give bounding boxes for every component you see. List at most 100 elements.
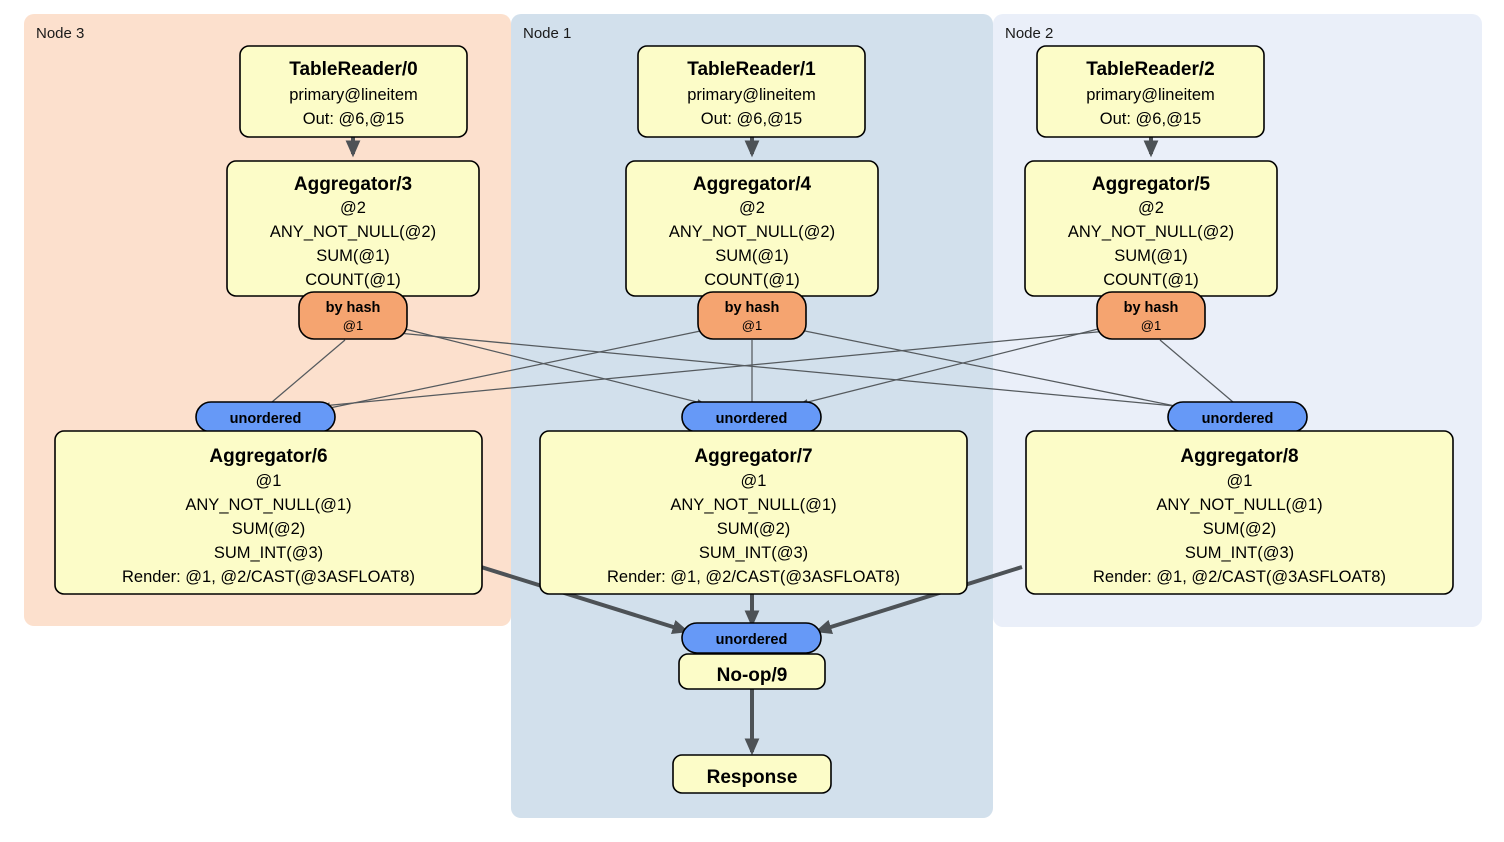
tablereader2-line-0: primary@lineitem xyxy=(1086,86,1215,104)
tablereader2-box[interactable] xyxy=(1036,45,1265,138)
aggregator3-line-3: COUNT(@1) xyxy=(305,271,401,289)
panel-node3-label: Node 3 xyxy=(36,25,84,42)
router-byhash5[interactable]: by hash @1 xyxy=(1096,291,1206,340)
tablereader1-title: TableReader/1 xyxy=(687,59,816,80)
tablereader1-box[interactable] xyxy=(637,45,866,138)
tablereader0-line-0: primary@lineitem xyxy=(289,86,418,104)
byhash3-pill[interactable] xyxy=(298,291,408,340)
node-noop9[interactable]: No-op/9 xyxy=(678,653,826,690)
node-aggregator7[interactable]: Aggregator/7 @1 ANY_NOT_NULL(@1) SUM(@2)… xyxy=(539,430,968,595)
router-byhash4[interactable]: by hash @1 xyxy=(697,291,807,340)
aggregator6-line-2: SUM(@2) xyxy=(232,520,306,538)
aggregator8-line-0: @1 xyxy=(1227,472,1253,490)
edge-byhash3-unordered8 xyxy=(397,332,1186,410)
edge-byhash3-unordered6 xyxy=(271,339,346,403)
node-response[interactable]: Response xyxy=(672,754,832,794)
node-aggregator3[interactable]: Aggregator/3 @2 ANY_NOT_NULL(@2) SUM(@1)… xyxy=(226,160,480,297)
aggregator8-title: Aggregator/8 xyxy=(1180,446,1298,467)
node-tablereader0[interactable]: TableReader/0 primary@lineitem Out: @6,@… xyxy=(239,45,468,138)
aggregator7-title: Aggregator/7 xyxy=(694,446,812,467)
response-title: Response xyxy=(707,767,798,788)
aggregator6-box[interactable] xyxy=(54,430,483,595)
edge-byhash5-unordered6 xyxy=(321,330,1108,409)
tablereader1-line-0: primary@lineitem xyxy=(687,86,816,104)
byhash5-title: by hash xyxy=(1124,300,1179,316)
unordered7-title: unordered xyxy=(716,411,788,427)
router-byhash3[interactable]: by hash @1 xyxy=(298,291,408,340)
sync-unordered8[interactable]: unordered xyxy=(1167,401,1308,433)
aggregator4-line-0: @2 xyxy=(739,199,765,217)
node-tablereader2[interactable]: TableReader/2 primary@lineitem Out: @6,@… xyxy=(1036,45,1265,138)
noop9-box[interactable] xyxy=(678,653,826,690)
panel-node1-label: Node 1 xyxy=(523,25,571,42)
aggregator5-line-0: @2 xyxy=(1138,199,1164,217)
aggregator4-line-3: COUNT(@1) xyxy=(704,271,800,289)
edge-byhash3-unordered7 xyxy=(396,326,706,406)
node-aggregator5[interactable]: Aggregator/5 @2 ANY_NOT_NULL(@2) SUM(@1)… xyxy=(1024,160,1278,297)
aggregator7-line-0: @1 xyxy=(741,472,767,490)
node-aggregator8[interactable]: Aggregator/8 @1 ANY_NOT_NULL(@1) SUM(@2)… xyxy=(1025,430,1454,595)
aggregator4-title: Aggregator/4 xyxy=(693,174,812,195)
edge-aggregator8-unordered9 xyxy=(814,565,1023,635)
aggregator6-title: Aggregator/6 xyxy=(209,446,327,467)
aggregator6-line-3: SUM_INT(@3) xyxy=(214,544,323,562)
panel-node2-label: Node 2 xyxy=(1005,25,1053,42)
aggregator5-line-2: SUM(@1) xyxy=(1114,247,1188,265)
edge-group-reader-to-agg xyxy=(345,137,1159,158)
sync-unordered7[interactable]: unordered xyxy=(681,401,822,433)
byhash5-sub: @1 xyxy=(1141,318,1161,333)
aggregator8-line-4: Render: @1, @2/CAST(@3ASFLOAT8) xyxy=(1093,568,1386,586)
edge-group-crossbar xyxy=(271,326,1234,412)
aggregator7-line-4: Render: @1, @2/CAST(@3ASFLOAT8) xyxy=(607,568,900,586)
aggregator5-title: Aggregator/5 xyxy=(1092,174,1211,195)
aggregator7-line-2: SUM(@2) xyxy=(717,520,791,538)
byhash5-pill[interactable] xyxy=(1096,291,1206,340)
aggregator5-line-1: ANY_NOT_NULL(@2) xyxy=(1068,223,1234,241)
aggregator8-line-2: SUM(@2) xyxy=(1203,520,1277,538)
aggregator3-line-1: ANY_NOT_NULL(@2) xyxy=(270,223,436,241)
byhash3-title: by hash xyxy=(326,300,381,316)
aggregator6-line-1: ANY_NOT_NULL(@1) xyxy=(185,496,351,514)
byhash3-sub: @1 xyxy=(343,318,363,333)
aggregator4-line-2: SUM(@1) xyxy=(715,247,789,265)
byhash4-sub: @1 xyxy=(742,318,762,333)
aggregator5-line-3: COUNT(@1) xyxy=(1103,271,1199,289)
response-box[interactable] xyxy=(672,754,832,794)
node-tablereader1[interactable]: TableReader/1 primary@lineitem Out: @6,@… xyxy=(637,45,866,138)
aggregator7-box[interactable] xyxy=(539,430,968,595)
unordered6-title: unordered xyxy=(230,411,302,427)
aggregator3-title: Aggregator/3 xyxy=(294,174,412,195)
aggregator3-line-2: SUM(@1) xyxy=(316,247,390,265)
node-aggregator4[interactable]: Aggregator/4 @2 ANY_NOT_NULL(@2) SUM(@1)… xyxy=(625,160,879,297)
tablereader1-line-1: Out: @6,@15 xyxy=(701,110,802,128)
edge-group-final xyxy=(480,565,1023,756)
tablereader2-line-1: Out: @6,@15 xyxy=(1100,110,1201,128)
tablereader0-title: TableReader/0 xyxy=(289,59,417,80)
byhash4-title: by hash xyxy=(725,300,780,316)
unordered9-title: unordered xyxy=(716,632,788,648)
sync-unordered9[interactable]: unordered xyxy=(681,622,822,654)
edge-byhash4-unordered8 xyxy=(794,328,1186,410)
aggregator8-line-3: SUM_INT(@3) xyxy=(1185,544,1294,562)
unordered8-title: unordered xyxy=(1202,411,1274,427)
aggregator7-line-1: ANY_NOT_NULL(@1) xyxy=(670,496,836,514)
edge-byhash5-unordered7 xyxy=(799,326,1107,406)
aggregator7-line-3: SUM_INT(@3) xyxy=(699,544,808,562)
node-aggregator6[interactable]: Aggregator/6 @1 ANY_NOT_NULL(@1) SUM(@2)… xyxy=(54,430,483,595)
aggregator8-line-1: ANY_NOT_NULL(@1) xyxy=(1156,496,1322,514)
tablereader0-line-1: Out: @6,@15 xyxy=(303,110,404,128)
unordered9-pill[interactable] xyxy=(681,622,822,654)
edge-aggregator6-unordered9 xyxy=(480,565,690,635)
aggregator8-box[interactable] xyxy=(1025,430,1454,595)
byhash4-pill[interactable] xyxy=(697,291,807,340)
aggregator4-line-1: ANY_NOT_NULL(@2) xyxy=(669,223,835,241)
noop9-title: No-op/9 xyxy=(717,665,788,686)
edge-byhash5-unordered8 xyxy=(1159,339,1234,403)
aggregator6-line-4: Render: @1, @2/CAST(@3ASFLOAT8) xyxy=(122,568,415,586)
sync-unordered6[interactable]: unordered xyxy=(195,401,336,433)
aggregator3-line-0: @2 xyxy=(340,199,366,217)
tablereader0-box[interactable] xyxy=(239,45,468,138)
edge-byhash4-unordered6 xyxy=(319,328,711,412)
